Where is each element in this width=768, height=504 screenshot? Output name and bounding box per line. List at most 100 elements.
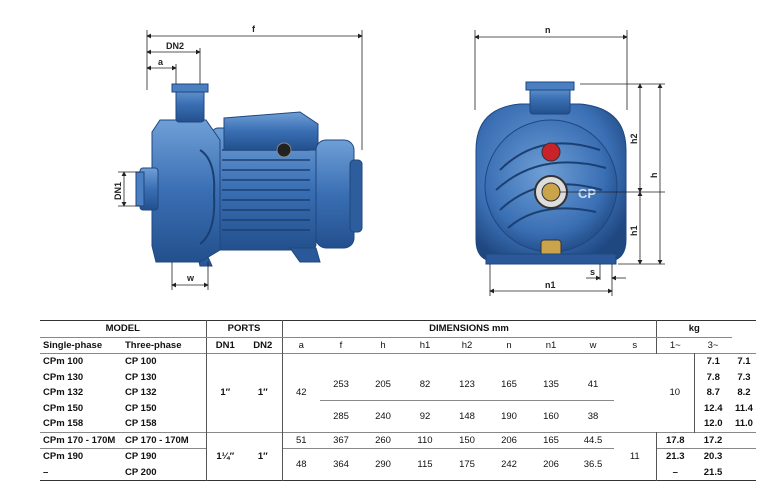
weight-3ph: 17.2 <box>703 434 723 446</box>
dim-f: 364 <box>333 459 349 470</box>
model-single: CPm 150 <box>43 402 84 414</box>
header-f: f <box>339 339 343 351</box>
dim-n1: 135 <box>543 379 559 391</box>
blank-cell <box>614 401 656 417</box>
weight-1ph: 21.3 <box>655 448 694 465</box>
dim-h1: 115 <box>417 459 433 470</box>
dim-label-dn2: DN2 <box>166 41 184 51</box>
model-single: CPm 100 <box>43 356 84 368</box>
table-row: CPm 150 CP 150 285 240 92 148 190 160 38… <box>40 400 756 432</box>
dim-n1: 165 <box>543 434 559 446</box>
dim-s: 10 <box>669 387 681 399</box>
blank-cell <box>614 416 656 432</box>
model-single: CPm 170 - 170M <box>43 434 116 446</box>
dim-h2: 148 <box>446 400 488 432</box>
table-row: CPm 158 CP 158 12.0 11.0 <box>40 416 756 432</box>
dim-h2: 150 <box>459 434 475 446</box>
dim-n1: 160 <box>530 400 572 432</box>
dim-label-s: s <box>590 267 595 277</box>
dim-w: 38 <box>572 400 614 432</box>
model-single: CPm 132 <box>43 387 84 399</box>
table-row: CPm 130 CP 130 253 205 82 123 165 135 41… <box>40 369 756 390</box>
dim-f: 285 <box>320 400 362 432</box>
dim-a: 42 <box>281 353 320 432</box>
weight-1ph: 8.7 <box>693 385 732 401</box>
model-single: CPm 130 <box>43 371 84 383</box>
dim-w: 44.5 <box>583 434 603 446</box>
header-model: MODEL <box>40 320 206 338</box>
dim-h1: 110 <box>417 434 433 446</box>
header-h: h <box>380 339 386 351</box>
dim-f: 367 <box>333 434 349 446</box>
port-dn2: 1″ <box>257 450 268 462</box>
weight-1ph: 12.0 <box>693 416 732 432</box>
model-three: CP 150 <box>125 402 157 414</box>
dim-n: 165 <box>501 379 517 391</box>
weight-1ph: 12.4 <box>693 400 732 416</box>
port-dn2: 1″ <box>257 387 268 399</box>
model-three: CP 200 <box>125 466 157 478</box>
dim-h1: 92 <box>404 400 446 432</box>
weight-3ph: 20.3 <box>703 451 723 463</box>
dim-a: 51 <box>281 432 320 449</box>
dim-h: 290 <box>375 459 391 470</box>
header-w: w <box>589 339 597 351</box>
technical-drawing: f DN2 a DN1 w CP <box>113 24 665 296</box>
weight-3ph: 8.2 <box>737 387 751 399</box>
header-h2: h2 <box>461 339 473 351</box>
dim-w: 36.5 <box>583 459 603 470</box>
model-single: – <box>43 466 49 478</box>
port-dn1: 1¼″ <box>205 432 244 481</box>
blank-cell <box>614 370 656 386</box>
dim-n: 242 <box>501 459 517 470</box>
header-s: s <box>632 339 638 351</box>
weight-1ph: 7.1 <box>693 353 732 370</box>
cp-logo: CP <box>578 186 596 201</box>
header-h1: h1 <box>419 339 431 351</box>
weight-3ph: 7.1 <box>737 356 751 368</box>
weight-3ph: 11.0 <box>735 418 753 430</box>
model-three: CP 170 - 170M <box>125 434 189 446</box>
model-three: CP 130 <box>125 371 157 383</box>
weight-1ph: 7.8 <box>693 369 732 385</box>
dim-h2: 175 <box>459 459 475 470</box>
side-view-dimensions <box>118 30 363 290</box>
pump-front-view: CP <box>475 81 627 265</box>
dim-h: 260 <box>375 434 391 446</box>
model-three: CP 100 <box>125 356 157 368</box>
model-single: CPm 158 <box>43 418 84 430</box>
dim-f: 253 <box>333 379 349 391</box>
spec-table: MODEL PORTS DIMENSIONS mm kg Single-phas… <box>40 320 756 481</box>
table-row: CPm 100 CP 100 1″ 1″ 42 10 7.1 7.1 <box>40 353 756 432</box>
dim-n: 206 <box>501 434 517 446</box>
header-three-phase: Three-phase <box>125 339 182 351</box>
port-dn1: 1″ <box>205 353 244 432</box>
model-three: CP 132 <box>125 387 157 399</box>
dim-h1: 82 <box>419 379 431 391</box>
pump-side-view <box>135 83 363 267</box>
dim-n: 190 <box>488 400 530 432</box>
dim-s: 11 <box>629 450 640 462</box>
dim-label-f: f <box>252 24 256 34</box>
dim-label-h1: h1 <box>629 225 639 236</box>
dim-label-w: w <box>186 273 195 283</box>
dim-a: 48 <box>281 448 320 481</box>
dim-label-h2: h2 <box>629 133 639 144</box>
table-row: CPm 132 CP 132 8.7 8.2 <box>40 385 756 401</box>
front-view-dimensions <box>474 30 665 296</box>
dim-w: 41 <box>587 379 599 391</box>
model-three: CP 190 <box>125 451 157 463</box>
table-row: CPm 190 CP 190 48 364 290 115 175 242 20… <box>40 448 756 481</box>
blank-cell <box>614 385 656 401</box>
blank-cell <box>320 354 656 370</box>
header-ports: PORTS <box>205 320 282 338</box>
model-three: CP 158 <box>125 418 157 430</box>
dim-n1: 206 <box>543 459 559 470</box>
dim-label-n: n <box>545 25 551 35</box>
header-a: a <box>281 337 320 354</box>
header-kg1: 1~ <box>655 337 694 354</box>
dim-label-dn1: DN1 <box>113 182 123 200</box>
weight-1ph: 17.8 <box>655 432 694 449</box>
weight-3ph: 11.4 <box>735 402 753 414</box>
dim-h2: 123 <box>459 379 475 391</box>
